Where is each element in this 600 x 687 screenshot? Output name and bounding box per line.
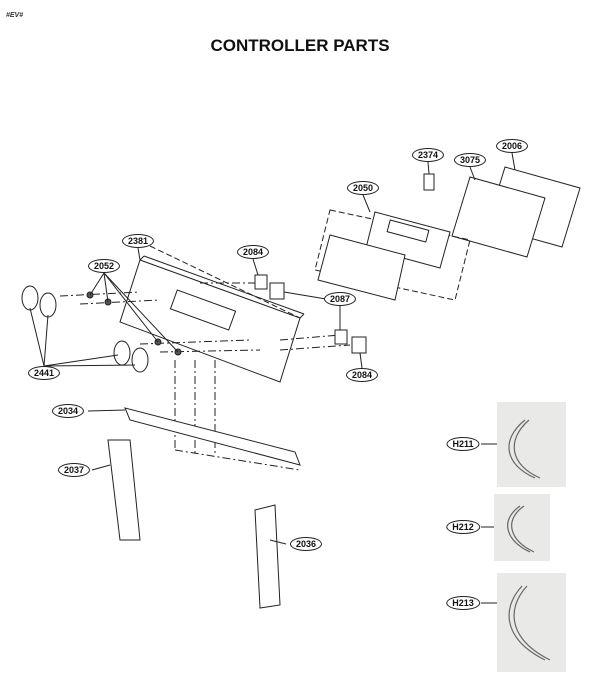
part-label-2084-bottom: 2084 (345, 368, 379, 382)
side-bracket-2037 (107, 439, 141, 541)
part-label-2381: 2381 (121, 234, 155, 248)
part-label-2036: 2036 (289, 537, 323, 551)
side-bracket-2036 (254, 504, 281, 609)
part-label-2084-top: 2084 (236, 245, 270, 259)
part-label-2050: 2050 (346, 181, 380, 195)
part-label-2037: 2037 (57, 463, 91, 477)
display-pcb-2050 (314, 209, 471, 301)
part-label-2087: 2087 (323, 292, 357, 306)
harness-photo-h212 (494, 494, 550, 561)
part-label-3075: 3075 (453, 153, 487, 167)
part-label-2374: 2374 (411, 148, 445, 162)
switches-2084 (254, 274, 367, 354)
part-label-2441: 2441 (27, 366, 61, 380)
part-label-2034: 2034 (51, 404, 85, 418)
page-code: #EV# (6, 12, 24, 19)
harness-label-h213: H213 (446, 596, 480, 610)
harness-photo-h213 (497, 573, 566, 672)
page-title: CONTROLLER PARTS (210, 36, 390, 55)
harness-label-h211: H211 (446, 437, 480, 451)
control-panel-2381 (119, 245, 305, 383)
harness-label-h212: H212 (446, 520, 480, 534)
part-label-2052: 2052 (87, 259, 121, 273)
bracket-2034 (124, 407, 301, 466)
part-label-2006: 2006 (495, 139, 529, 153)
leader-lines (29, 152, 516, 604)
display-film-3075 (451, 176, 546, 258)
